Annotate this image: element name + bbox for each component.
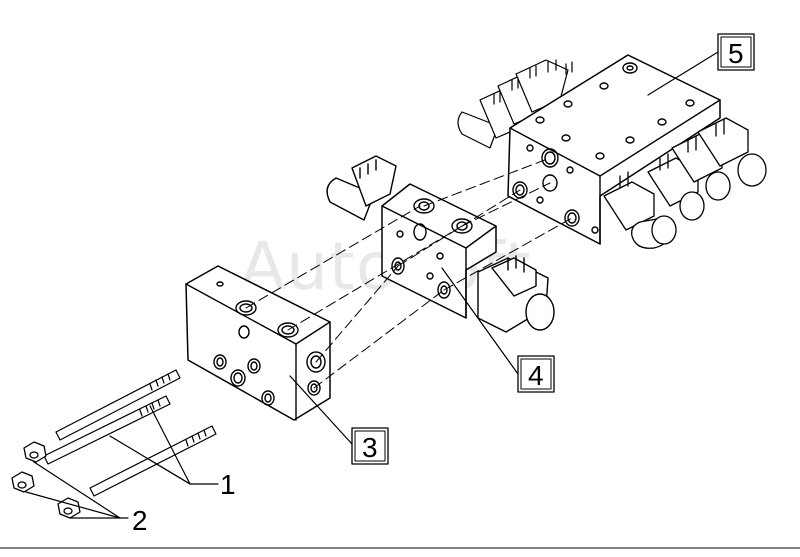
leader-lines (25, 51, 719, 519)
callout-1-label: 1 (220, 469, 236, 500)
front-solenoids (603, 117, 767, 249)
callout-3: 3 (351, 427, 389, 465)
callout-5-label: 5 (728, 38, 744, 69)
valve-bank-5 (457, 54, 767, 249)
callout-5: 5 (717, 33, 755, 71)
assembly-guide-lines (245, 157, 573, 389)
bolts-1 (43, 369, 217, 497)
callout-2: 2 (132, 505, 148, 536)
nuts-2 (11, 441, 81, 519)
callout-3-label: 3 (362, 432, 378, 463)
callout-4: 4 (517, 355, 555, 393)
end-plate-3 (185, 265, 331, 421)
callout-2-label: 2 (132, 505, 148, 536)
callout-4-label: 4 (528, 360, 544, 391)
valve-block-4 (326, 155, 555, 333)
callout-1: 1 (220, 469, 236, 500)
